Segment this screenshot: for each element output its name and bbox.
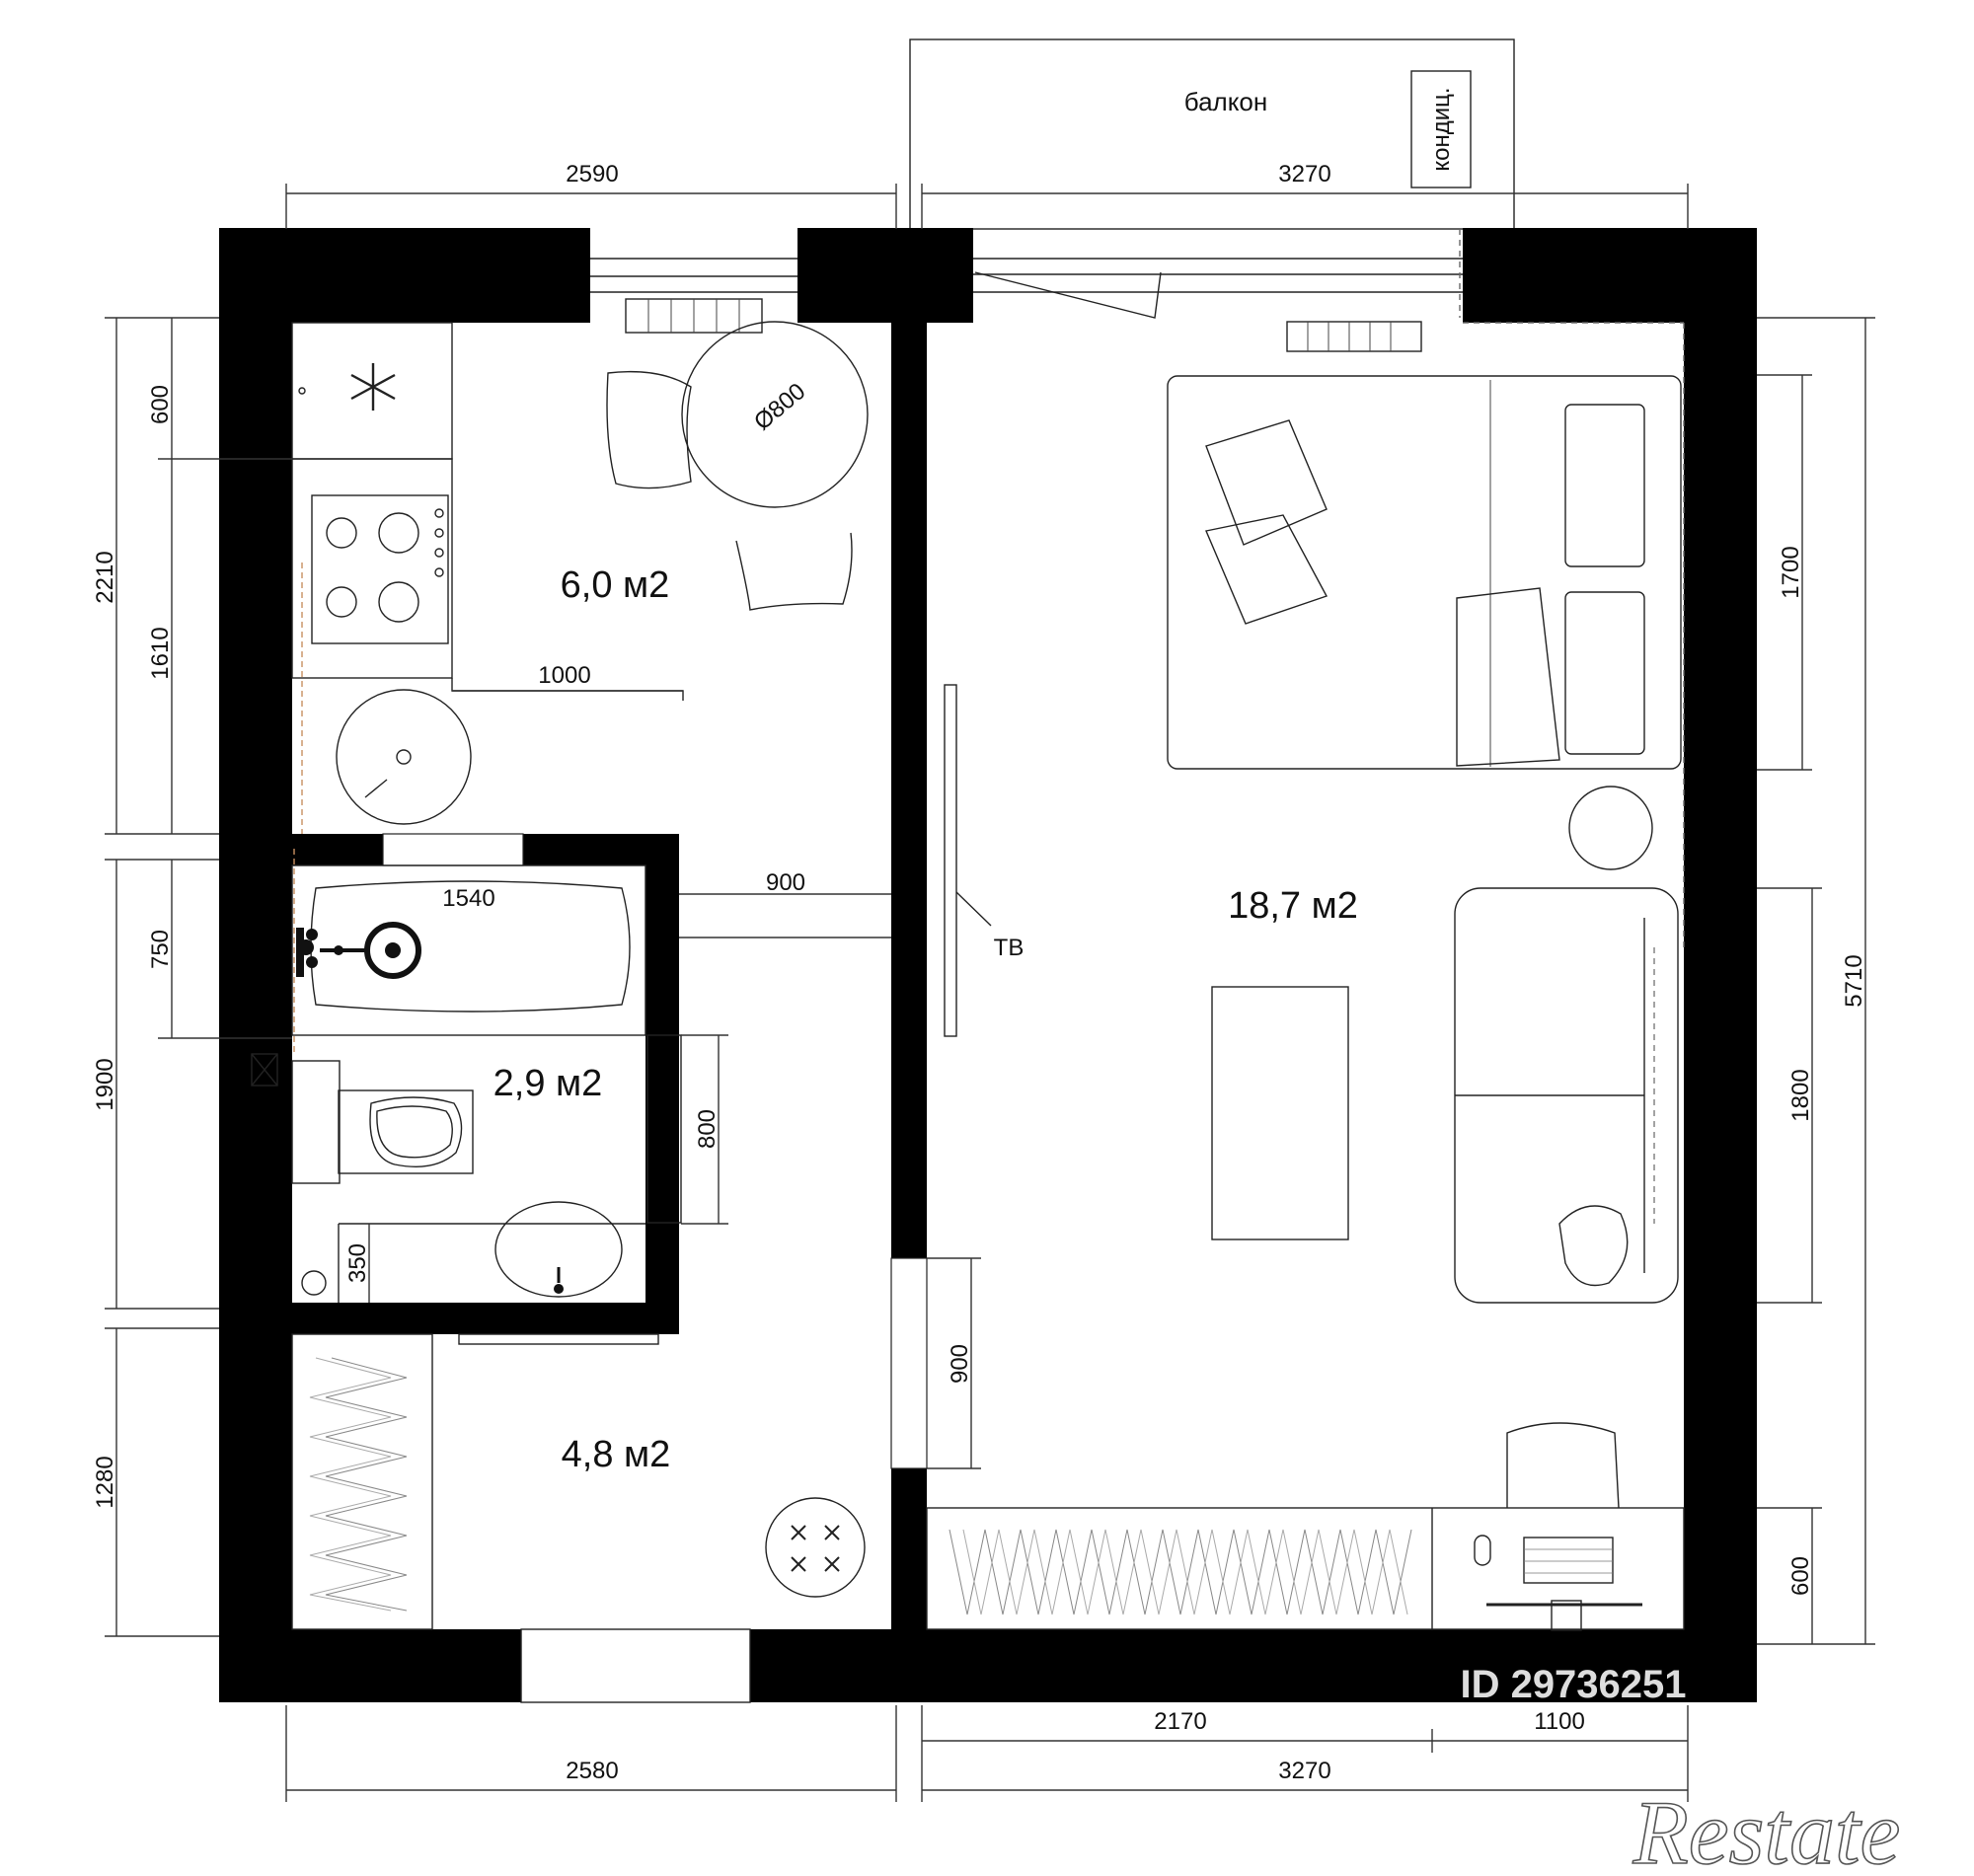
dim-inner-door: 900	[947, 1344, 973, 1384]
dim-left-hall: 1280	[92, 1456, 118, 1508]
tv-label: ТВ	[994, 935, 1025, 961]
dim-left-fridge: 600	[147, 385, 174, 424]
balcony: балкон кондиц.	[909, 38, 1515, 230]
dim-left-counter: 1610	[147, 627, 174, 679]
dim-right-total: 5710	[1841, 954, 1867, 1007]
walls	[219, 228, 1757, 1702]
vent-icon	[251, 1053, 278, 1087]
dim-left-tub: 750	[147, 930, 174, 969]
chair	[606, 370, 692, 489]
dim-top-right: 3270	[1278, 161, 1330, 188]
faucet-icon	[296, 928, 343, 977]
wardrobe	[291, 1333, 433, 1630]
dim-inner-counter: 1000	[538, 662, 590, 689]
dim-right-bed: 1700	[1778, 546, 1804, 598]
dim-top-left: 2590	[566, 161, 618, 188]
dim-bottom-desk-b: 1100	[1534, 1708, 1585, 1735]
cooktop	[311, 494, 449, 644]
brand-logo: Restate	[1632, 1782, 1901, 1876]
dimension-lines	[105, 184, 1875, 1802]
desk	[1474, 1422, 1642, 1631]
dimension-labels: 2590 3270 2170 1100 2580 3270 2210 600 1…	[92, 161, 1867, 1784]
washer	[765, 1497, 866, 1598]
watermark-id: ID 29736251	[1460, 1663, 1686, 1706]
keyboard-icon	[1523, 1537, 1614, 1584]
dim-bottom-right: 3270	[1278, 1758, 1330, 1784]
kitchen-counter	[291, 458, 453, 679]
dim-inner-corridor: 900	[766, 869, 805, 896]
bathroom-sink	[494, 1201, 623, 1298]
hallway: 4,8 м2	[291, 1257, 928, 1630]
living-area-label: 18,7 м2	[1228, 885, 1358, 927]
mouse-icon	[1474, 1535, 1491, 1566]
windows	[520, 229, 1685, 1703]
dim-bottom-left: 2580	[566, 1758, 618, 1784]
desk-chair	[1506, 1422, 1620, 1509]
round-table	[681, 321, 869, 508]
hallway-area-label: 4,8 м2	[562, 1434, 671, 1475]
kitchen: Ø800 6,0 м2	[291, 321, 869, 834]
kitchen-area-label: 6,0 м2	[561, 564, 670, 606]
bathroom-area-label: 2,9 м2	[494, 1063, 603, 1104]
nightstand	[1568, 786, 1653, 870]
dim-left-bath-total: 1900	[92, 1058, 118, 1110]
living-room: 18,7 м2 ТВ	[926, 375, 1685, 1631]
dim-inner-toilet: 800	[694, 1109, 721, 1149]
dim-inner-sink: 350	[344, 1243, 371, 1283]
dim-left-kitchen-total: 2210	[92, 551, 118, 603]
ac-unit-box	[1410, 70, 1472, 188]
balcony-label: балкон	[1184, 87, 1267, 116]
dim-inner-tub: 1540	[442, 885, 494, 912]
bathroom: 2,9 м2	[251, 833, 682, 1303]
bathtub	[291, 864, 646, 1036]
tv	[944, 684, 957, 1037]
dim-bottom-desk-a: 2170	[1154, 1708, 1206, 1735]
table-diameter-label: Ø800	[749, 378, 810, 435]
ac-unit-label: кондиц.	[1428, 87, 1455, 171]
kitchen-sink	[336, 689, 472, 825]
chair	[735, 532, 853, 611]
snowflake-icon	[350, 363, 396, 411]
toilet	[338, 1089, 474, 1174]
built-in-wardrobe	[926, 1507, 1685, 1630]
coffee-table	[1211, 986, 1349, 1240]
bed	[1167, 375, 1682, 770]
dim-right-desk: 600	[1787, 1556, 1814, 1596]
dim-right-sofa: 1800	[1787, 1069, 1814, 1121]
